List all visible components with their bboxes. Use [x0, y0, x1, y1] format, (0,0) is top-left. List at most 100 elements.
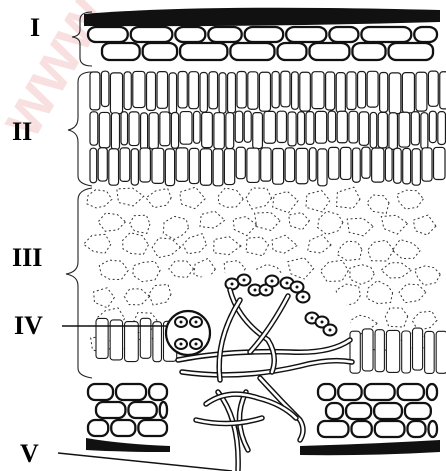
- epidermis-cell: [329, 27, 358, 42]
- spongy-cell: [246, 188, 272, 209]
- palisade-cell: [336, 73, 345, 113]
- palisade-cell: [147, 72, 156, 110]
- palisade-cell: [261, 148, 271, 181]
- spongy-cell: [385, 308, 407, 327]
- palisade-cell: [434, 147, 445, 179]
- conidium-nucleus: [254, 289, 257, 292]
- mesophyll-column-cell: [96, 318, 108, 358]
- mesophyll-column-cell: [386, 330, 399, 372]
- lower-epidermis-cell: [88, 384, 113, 400]
- spongy-cell: [200, 211, 225, 228]
- spongy-cell: [146, 189, 171, 208]
- epidermis-cell: [175, 27, 205, 42]
- lower-epidermis-cell: [326, 403, 343, 419]
- palisade-cell: [178, 72, 187, 108]
- palisade-cell: [165, 149, 174, 186]
- palisade-cell: [200, 149, 211, 185]
- palisade-cell: [421, 113, 428, 149]
- palisade-cell: [259, 72, 270, 111]
- palisade-cell: [111, 113, 119, 150]
- lower-epidermis-cell: [149, 384, 167, 400]
- conidium-nucleus: [271, 280, 274, 283]
- palisade-cell: [101, 71, 109, 106]
- lower-epidermis-cell: [96, 402, 125, 418]
- palisade-cell: [329, 147, 339, 179]
- palisade-cell: [272, 72, 279, 108]
- lower-epidermis-cell: [365, 384, 395, 400]
- conidium-nucleus: [231, 283, 234, 286]
- palisade-cell: [99, 112, 110, 147]
- lower-epidermis-cell: [338, 384, 361, 400]
- palisade-cell: [385, 148, 392, 181]
- label-IV: IV: [14, 311, 43, 340]
- palisade-cell: [200, 72, 207, 112]
- palisade-cell: [180, 112, 192, 145]
- palisade-cell: [403, 148, 411, 183]
- palisade-cell: [253, 113, 263, 149]
- palisade-cell: [378, 112, 387, 147]
- epidermis-cell: [245, 27, 284, 42]
- spongy-cell: [368, 240, 394, 261]
- conidium-nucleus: [311, 317, 314, 320]
- spongy-cell: [347, 218, 373, 236]
- lower-epidermis-cell: [407, 421, 425, 437]
- epidermis-cell: [230, 43, 274, 60]
- palisade-cell: [152, 148, 164, 183]
- lower-epidermis-cell: [398, 384, 424, 400]
- palisade-cell: [318, 149, 327, 186]
- palisade-cell: [358, 72, 366, 108]
- spore-nucleus: [180, 343, 183, 346]
- lower-epidermis-cell: [318, 384, 335, 400]
- conidium-nucleus: [296, 286, 299, 289]
- epidermis-cell: [414, 27, 437, 42]
- epidermis-cell: [180, 43, 227, 60]
- spongy-cell: [255, 212, 281, 230]
- mesophyll-column-cell: [362, 329, 373, 371]
- conidium-nucleus: [286, 282, 289, 285]
- palisade-cell: [141, 113, 148, 150]
- palisade-cell: [90, 72, 100, 110]
- conidium-nucleus: [321, 321, 324, 324]
- palisade-cell: [228, 73, 236, 113]
- label-III: III: [12, 243, 42, 272]
- mesophyll-column-cell: [425, 331, 435, 373]
- mesophyll-column-cell: [140, 318, 151, 358]
- palisade-cell: [296, 148, 308, 183]
- lower-epidermis-cell: [351, 421, 371, 437]
- palisade-cell: [399, 112, 410, 147]
- palisade-cell: [402, 73, 414, 113]
- palisade-cell: [90, 148, 97, 183]
- palisade-cell: [372, 148, 384, 182]
- epidermis-cell: [389, 43, 433, 60]
- lower-cuticle-left: [86, 438, 170, 452]
- conidium-nucleus: [329, 329, 332, 332]
- spongy-cell: [381, 215, 407, 234]
- palisade-cell: [326, 72, 335, 110]
- spongy-cell: [246, 237, 268, 256]
- palisade-cell: [237, 72, 246, 108]
- spongy-cell: [413, 215, 436, 235]
- palisade-cell: [193, 111, 200, 143]
- palisade-cell: [422, 148, 432, 181]
- spongy-cell: [320, 260, 348, 281]
- epidermis-cell: [309, 43, 349, 60]
- conidium-nucleus: [243, 279, 246, 282]
- spongy-cell: [87, 190, 112, 208]
- palisade-cell: [288, 112, 296, 146]
- mesophyll-column-cell: [436, 331, 446, 373]
- palisade-cell: [412, 149, 420, 185]
- palisade-cell: [219, 73, 226, 114]
- palisade-cell: [236, 147, 245, 178]
- lower-epidermis-cell: [375, 421, 405, 437]
- epidermis-cell: [277, 43, 306, 60]
- spongy-cell: [117, 188, 144, 206]
- palisade-cell: [285, 148, 295, 182]
- palisade-cell: [131, 149, 138, 185]
- palisade-cell: [380, 72, 388, 112]
- spongy-cell: [337, 241, 362, 260]
- spongy-cell: [367, 195, 389, 214]
- lower-epidermis-cell: [138, 420, 167, 436]
- spongy-cell: [99, 260, 128, 280]
- lower-epidermis-cell: [346, 403, 371, 419]
- lower-epidermis-cell: [116, 384, 146, 400]
